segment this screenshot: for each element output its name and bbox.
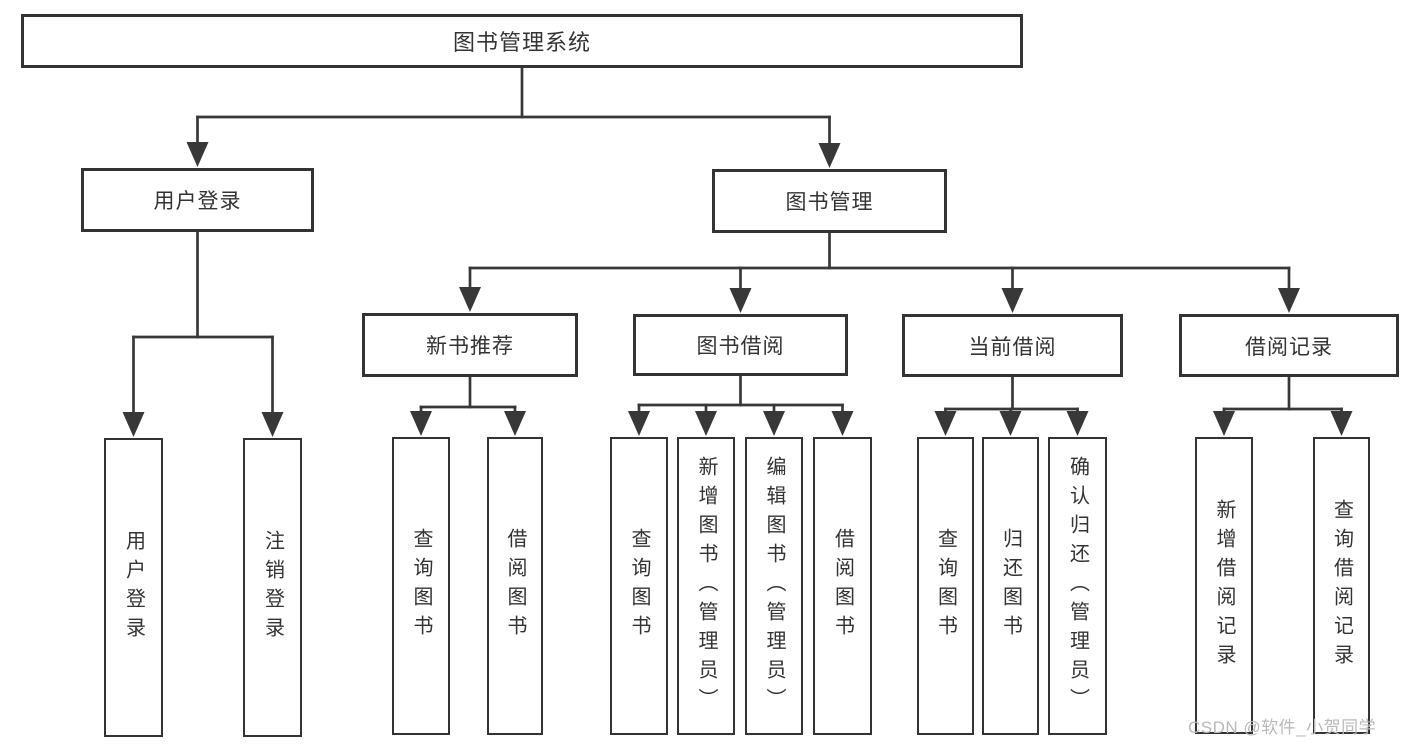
connector-arrow: [729, 288, 752, 313]
diagram-node-current-confirm: 确认归还（管理员）: [1048, 437, 1107, 735]
diagram-node-borrow-add: 新增图书（管理员）: [677, 437, 735, 735]
diagram-node-current-return: 归还图书: [982, 437, 1039, 735]
diagram-node-mgmt: 图书管理: [712, 169, 947, 233]
connector-arrow: [818, 143, 841, 168]
connector-arrow: [1001, 288, 1024, 313]
node-label: 当前借阅: [968, 335, 1057, 359]
diagram-node-current-query: 查询图书: [917, 437, 974, 735]
node-label: 新增借阅记录: [1213, 498, 1235, 673]
node-label: 借阅图书: [831, 528, 854, 644]
node-label: 借阅记录: [1245, 335, 1333, 359]
node-label: 查询借阅记录: [1330, 498, 1353, 673]
diagram-node-login-out: 注销登录: [243, 438, 302, 737]
connector-arrow: [122, 412, 145, 437]
diagram-node-record-add: 新增借阅记录: [1195, 437, 1253, 734]
node-label: 图书借阅: [696, 335, 785, 358]
node-label: 借阅图书: [504, 528, 526, 644]
connector-arrow: [459, 287, 481, 312]
connector-arrow: [504, 411, 526, 436]
connector-arrow: [1213, 411, 1235, 436]
connector-arrow: [628, 411, 650, 436]
diagram-node-borrow-query: 查询图书: [610, 437, 668, 735]
node-label: 编辑图书（管理员）: [763, 455, 785, 717]
connector-arrow: [695, 411, 717, 436]
connector-arrow: [1330, 411, 1353, 436]
diagram-node-login-user: 用户登录: [104, 438, 163, 737]
node-label: 查询图书: [934, 528, 957, 644]
diagram-node-newbook-borrow: 借阅图书: [487, 437, 543, 735]
diagram-node-login: 用户登录: [81, 168, 314, 232]
connector-arrow: [1278, 288, 1300, 313]
diagram-node-newbook: 新书推荐: [362, 313, 578, 377]
diagram-node-current: 当前借阅: [902, 314, 1123, 377]
diagram-node-sys: 图书管理系统: [21, 14, 1023, 68]
node-label: 图书管理系统: [452, 30, 591, 55]
diagram-node-borrow: 图书借阅: [633, 314, 848, 376]
connector-arrow: [999, 411, 1022, 436]
node-label: 查询图书: [410, 528, 432, 644]
connector-arrow: [261, 412, 284, 437]
connector-arrow: [763, 411, 785, 436]
watermark: CSDN @软件_小贺同学: [1188, 718, 1377, 737]
diagram-node-borrow-edit: 编辑图书（管理员）: [745, 437, 803, 735]
node-label: 图书管理: [785, 191, 874, 214]
connector-arrow: [186, 142, 209, 167]
node-label: 用户登录: [122, 529, 145, 646]
node-label: 注销登录: [261, 529, 284, 646]
connector-arrow: [1066, 411, 1089, 436]
node-label: 查询图书: [628, 528, 650, 644]
node-label: 新增图书（管理员）: [695, 455, 717, 717]
connector-arrow: [410, 411, 432, 436]
node-label: 归还图书: [999, 528, 1022, 644]
diagram-node-record-query: 查询借阅记录: [1313, 437, 1370, 734]
diagram-node-record: 借阅记录: [1179, 314, 1399, 377]
node-label: 确认归还（管理员）: [1066, 455, 1089, 717]
diagram-node-borrow-do: 借阅图书: [813, 437, 872, 735]
node-label: 用户登录: [153, 190, 242, 213]
connector-arrow: [934, 411, 957, 436]
diagram-node-newbook-query: 查询图书: [392, 437, 450, 735]
node-label: 新书推荐: [426, 335, 514, 358]
connector-arrow: [831, 411, 854, 436]
